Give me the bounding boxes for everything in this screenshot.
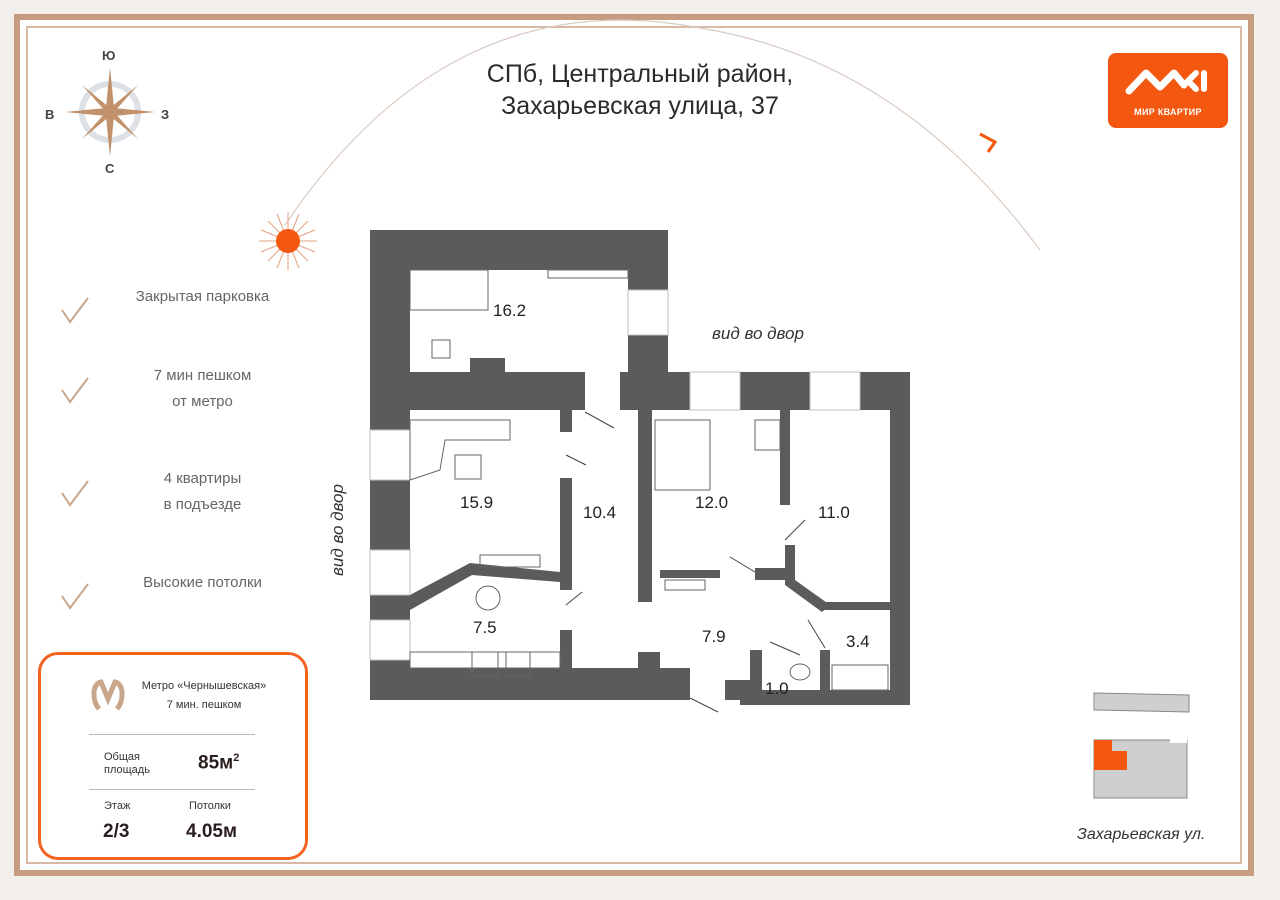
room-area: 10.4 [583, 503, 617, 522]
compass-east: В [45, 107, 55, 122]
arrow-icon [979, 132, 998, 153]
divider [89, 789, 255, 790]
view-label-top: вид во двор [712, 324, 804, 343]
floor-value: 2/3 [103, 821, 130, 842]
inner-frame [26, 26, 1242, 864]
walls [370, 230, 910, 705]
room-area: 3.4 [846, 632, 870, 651]
compass-west: З [161, 107, 170, 122]
feature-item: Закрытая парковка [60, 284, 300, 334]
check-icon [61, 583, 89, 610]
title-line-2: Захарьевская улица, 37 [501, 92, 779, 120]
doors [565, 411, 826, 713]
compass-north: С [105, 161, 115, 176]
sun-icon [259, 212, 317, 270]
room-area: 16.2 [493, 301, 527, 320]
compass-south: Ю [102, 48, 116, 63]
divider [89, 734, 255, 735]
check-icon [61, 377, 89, 404]
ceiling-value: 4.05м [186, 821, 238, 842]
logo-text: МИР КВАРТИР [1134, 107, 1202, 117]
title-line-1: СПб, Центральный район, [486, 60, 794, 88]
view-label-left: вид во двор [328, 484, 347, 576]
room-area: 1.0 [765, 679, 789, 698]
check-icon [61, 480, 89, 507]
metro-logo-icon [91, 679, 125, 711]
street-label: Захарьевская ул. [1077, 826, 1206, 843]
check-icon [61, 297, 89, 324]
room-area: 11.0 [818, 503, 850, 522]
logo-mark-icon [1125, 69, 1207, 95]
feature-item: Высокие потолки [60, 570, 300, 620]
page-title: СПб, Центральный район, Захарьевская ули… [400, 58, 880, 122]
apartment-highlight [1094, 740, 1127, 770]
brand-logo: МИР КВАРТИР [1108, 53, 1228, 128]
furniture [409, 269, 889, 691]
compass-rose-icon [65, 67, 155, 157]
area-value: 85м2 [198, 752, 240, 774]
location-map [1093, 692, 1190, 799]
room-area: 7.5 [473, 618, 497, 637]
room-area: 12.0 [695, 493, 729, 512]
windows [369, 289, 861, 661]
room-area: 15.9 [460, 493, 494, 512]
room-area: 7.9 [702, 627, 726, 646]
